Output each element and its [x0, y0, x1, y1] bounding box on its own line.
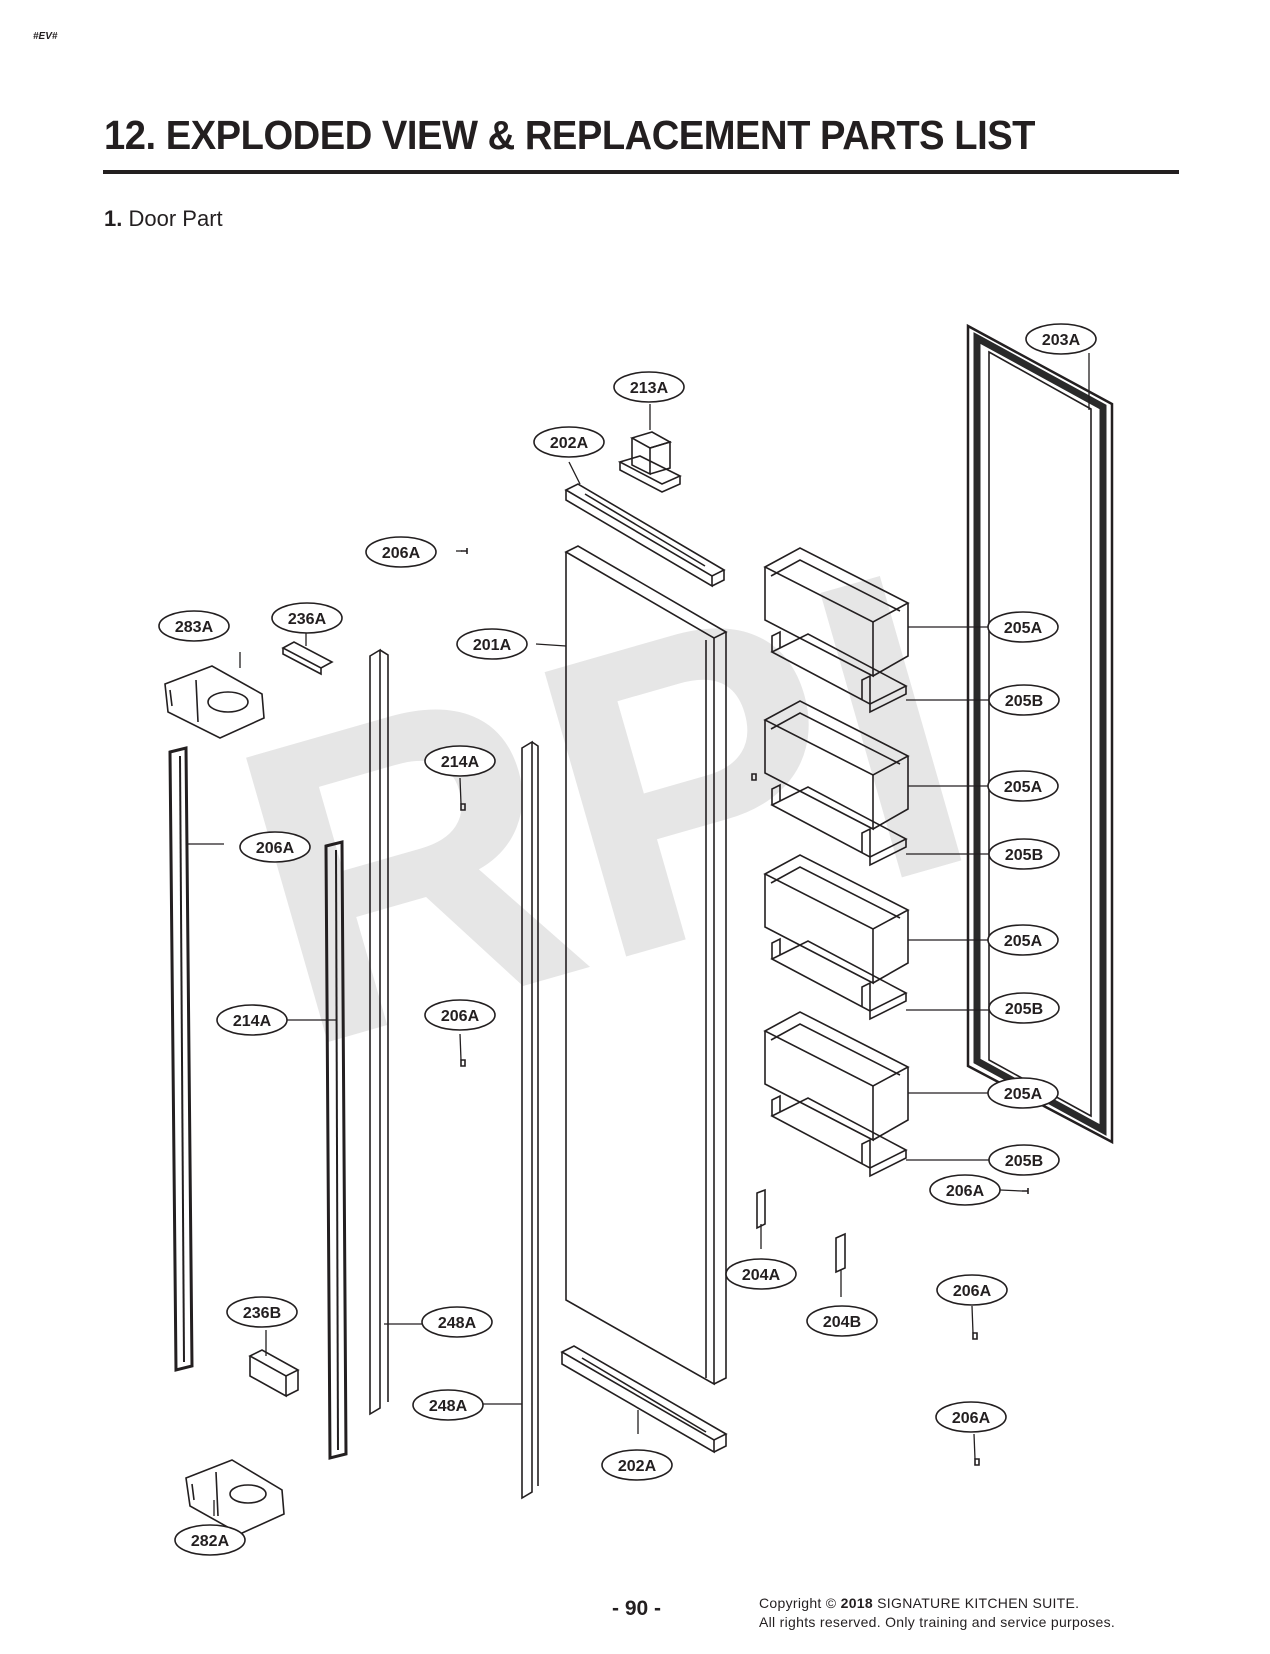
callout-202a: 202A	[601, 1449, 673, 1481]
leader-line	[535, 643, 567, 647]
callout-202a: 202A	[533, 426, 605, 458]
callout-label: 214A	[233, 1013, 272, 1030]
upper-hinge	[164, 665, 265, 739]
callout-236a: 236A	[271, 602, 343, 634]
callout-label: 206A	[382, 545, 421, 562]
callout-205b: 205B	[988, 838, 1060, 870]
callout-205a: 205A	[987, 770, 1059, 802]
leader-line	[459, 1033, 462, 1061]
callout-label: 205B	[1005, 1001, 1043, 1018]
callout-label: 206A	[953, 1283, 992, 1300]
section-title: Door Part	[128, 206, 223, 231]
callout-label: 236B	[243, 1305, 281, 1322]
door-handle-left	[168, 746, 194, 1372]
door-liner-strip-right	[521, 740, 539, 1500]
callout-label: 206A	[441, 1008, 480, 1025]
page-number: - 90 -	[612, 1597, 662, 1620]
callout-label: 204A	[742, 1267, 781, 1284]
hinge-spacer-top	[281, 641, 334, 676]
callout-203a: 203A	[1025, 323, 1097, 355]
callout-248a: 248A	[421, 1306, 493, 1338]
hinge-spacer-bottom	[248, 1349, 300, 1398]
callout-236b: 236B	[226, 1296, 298, 1328]
cam-clip-a	[756, 1188, 766, 1230]
callout-label: 282A	[191, 1533, 230, 1550]
callout-248a: 248A	[412, 1389, 484, 1421]
door-cap-top	[564, 483, 726, 588]
section-number: 1.	[104, 206, 123, 231]
callout-label: 205B	[1005, 1153, 1043, 1170]
callout-label: 205B	[1005, 693, 1043, 710]
callout-206a: 206A	[929, 1174, 1001, 1206]
door-panel	[564, 545, 728, 1386]
callout-label: 205B	[1005, 847, 1043, 864]
callout-206a: 206A	[365, 536, 437, 568]
door-handle-right	[324, 840, 348, 1460]
callout-label: 236A	[288, 611, 327, 628]
door-bin-set	[763, 547, 910, 714]
callout-206a: 206A	[935, 1401, 1007, 1433]
cam-clip-b	[835, 1232, 846, 1274]
callout-label: 206A	[946, 1183, 985, 1200]
callout-label: 248A	[438, 1315, 477, 1332]
callout-label: 205A	[1004, 1086, 1043, 1103]
callout-213a: 213A	[613, 371, 685, 403]
callout-214a: 214A	[424, 745, 496, 777]
callout-214a: 214A	[216, 1004, 288, 1036]
callout-282a: 282A	[174, 1524, 246, 1556]
section-heading: 1. Door Part	[104, 206, 223, 232]
callout-205b: 205B	[988, 684, 1060, 716]
callout-label: 205A	[1004, 933, 1043, 950]
title-rule	[103, 170, 1179, 174]
callout-206a: 206A	[936, 1274, 1008, 1306]
callout-label: 248A	[429, 1398, 468, 1415]
door-bin-set	[763, 700, 910, 867]
document-tag: #EV#	[33, 31, 58, 42]
leader-line	[999, 1189, 1023, 1192]
callout-205a: 205A	[987, 611, 1059, 643]
door-gasket	[966, 323, 1114, 1145]
leader-line	[568, 461, 581, 485]
copyright-line: Copyright © 2018 SIGNATURE KITCHEN SUITE…	[759, 1595, 1080, 1611]
callout-label: 206A	[952, 1410, 991, 1427]
callout-204b: 204B	[806, 1305, 878, 1337]
watermark: RPI	[193, 479, 1014, 1138]
callout-205b: 205B	[988, 992, 1060, 1024]
callout-label: 206A	[256, 840, 295, 857]
copyright-notice: Copyright © 2018 SIGNATURE KITCHEN SUITE…	[759, 1594, 1115, 1632]
callout-label: 214A	[441, 754, 480, 771]
leader-line	[459, 777, 462, 805]
door-cap-bottom	[560, 1345, 728, 1454]
callout-label: 213A	[630, 380, 669, 397]
door-bin-set	[763, 854, 910, 1021]
lower-hinge	[185, 1459, 285, 1535]
hinge-cap	[617, 431, 682, 493]
callout-205b: 205B	[988, 1144, 1060, 1176]
callout-label: 201A	[473, 637, 512, 654]
callout-205a: 205A	[987, 1077, 1059, 1109]
callout-label: 205A	[1004, 779, 1043, 796]
callout-label: 205A	[1004, 620, 1043, 637]
rights-line: All rights reserved. Only training and s…	[759, 1614, 1116, 1630]
callout-label: 202A	[550, 435, 589, 452]
leader-line	[973, 1433, 976, 1460]
door-bin-set	[763, 1011, 910, 1178]
callout-204a: 204A	[725, 1258, 797, 1290]
callout-label: 202A	[618, 1458, 657, 1475]
callout-206a: 206A	[424, 999, 496, 1031]
leader-line	[971, 1305, 974, 1334]
callout-label: 283A	[175, 619, 214, 636]
callout-205a: 205A	[987, 924, 1059, 956]
callout-label: 204B	[823, 1314, 861, 1331]
door-liner-strip-left	[369, 648, 389, 1416]
callout-label: 203A	[1042, 332, 1081, 349]
screws	[460, 548, 1029, 1466]
callout-283a: 283A	[158, 610, 230, 642]
page-title: 12. EXPLODED VIEW & REPLACEMENT PARTS LI…	[104, 112, 1036, 158]
callout-206a: 206A	[239, 831, 311, 863]
callout-201a: 201A	[456, 628, 528, 660]
